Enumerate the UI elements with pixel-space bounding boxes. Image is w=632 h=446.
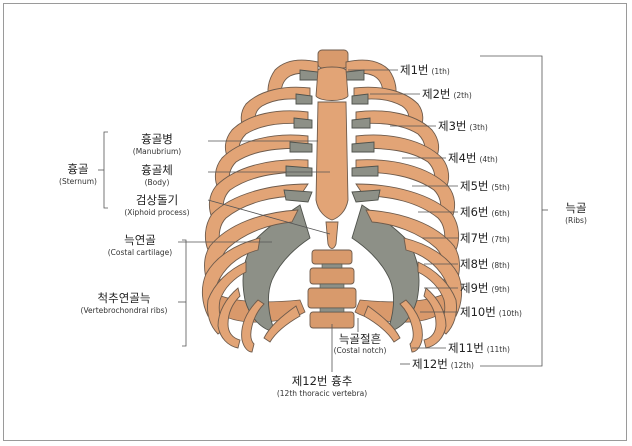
disc-2 xyxy=(320,284,344,288)
rib-label-12: 제12번(12th) xyxy=(412,357,474,371)
rib-label-9: 제9번(9th) xyxy=(460,281,510,295)
sternum-bone xyxy=(316,67,348,249)
manubrium-label: 흉골병 xyxy=(141,132,173,146)
costal-notch-label-en: (Costal notch) xyxy=(334,346,387,355)
vertebra-t11 xyxy=(310,268,354,284)
costal-notch-label: 늑골절흔 xyxy=(339,332,381,346)
vertebra-t10 xyxy=(312,250,352,264)
vertebrochondral-bracket xyxy=(182,240,186,346)
labels-left: 흉골 (Sternum) 흉골병 (Manubrium) 흉골체 (Body) … xyxy=(59,132,190,315)
costal-cartilage-label: 늑연골 xyxy=(124,233,156,247)
ribs-bracket xyxy=(480,56,542,366)
labels-ribs: 제1번(1th) 제2번(2th) 제3번(3th) 제4번(4th) 제5번(… xyxy=(400,63,587,371)
rib-label-1: 제1번(1th) xyxy=(400,63,450,77)
vertebra-t12 xyxy=(308,288,356,308)
rib-label-5: 제5번(5th) xyxy=(460,179,510,193)
rib-label-4: 제4번(4th) xyxy=(448,151,498,165)
xiphoid-label: 검상돌기 xyxy=(136,193,178,207)
rib-label-6: 제6번(6th) xyxy=(460,205,510,219)
disc-1 xyxy=(322,264,342,268)
manubrium xyxy=(316,67,348,101)
sternum-bracket xyxy=(104,132,108,208)
rib-label-3: 제3번(3th) xyxy=(438,119,488,133)
thoracic-vertebra-label-en: (12th thoracic vertebra) xyxy=(277,389,367,398)
sternum-body-label-en: (Body) xyxy=(145,178,170,187)
sternum-body-label: 흉골체 xyxy=(141,163,173,177)
ribs-group-label: 늑골 xyxy=(565,201,586,215)
rib-label-2: 제2번(2th) xyxy=(422,87,472,101)
rib-label-10: 제10번(10th) xyxy=(460,305,522,319)
sternum-body xyxy=(316,102,348,220)
thoracic-vertebra-label: 제12번 흉추 xyxy=(292,374,353,388)
ribs-group-label-en: (Ribs) xyxy=(565,216,587,225)
vertebrochondral-label-en: (Vertebrochondral ribs) xyxy=(81,306,168,315)
sternum-group-label-en: (Sternum) xyxy=(59,177,97,186)
manubrium-label-en: (Manubrium) xyxy=(133,147,181,156)
sternum-group-label: 흉골 xyxy=(67,162,88,176)
rib-label-11: 제11번(11th) xyxy=(448,341,510,355)
rib-label-7: 제7번(7th) xyxy=(460,231,510,245)
vertebrochondral-label: 척추연골늑 xyxy=(98,291,151,305)
vertebra-t1 xyxy=(318,50,348,68)
disc-3 xyxy=(320,308,344,312)
costal-cartilage-label-en: (Costal cartilage) xyxy=(108,248,173,257)
rib-label-8: 제8번(8th) xyxy=(460,257,510,271)
xiphoid-process xyxy=(326,222,338,249)
xiphoid-label-en: (Xiphoid process) xyxy=(124,208,189,217)
